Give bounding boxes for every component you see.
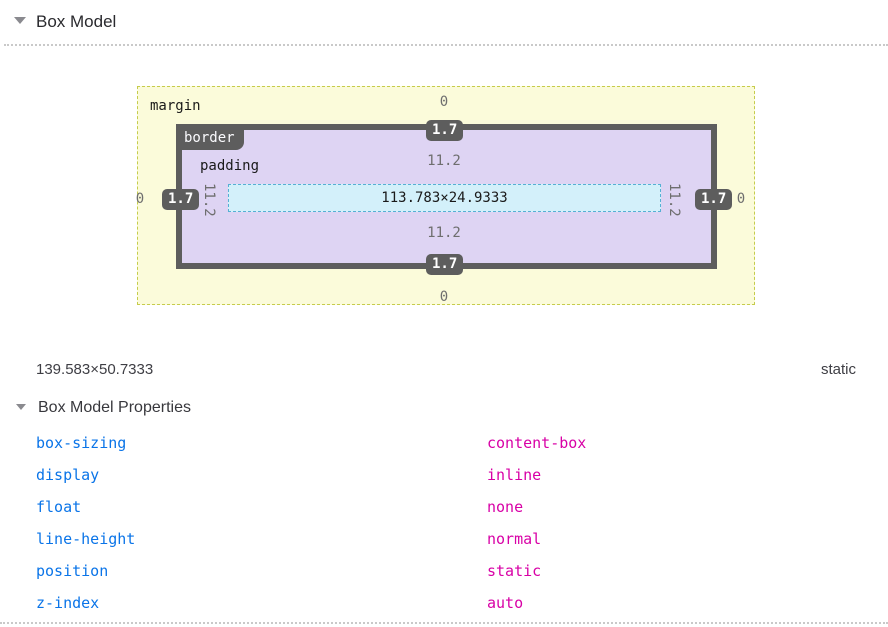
property-row: position static xyxy=(0,562,888,584)
padding-top-value[interactable]: 11.2 xyxy=(427,153,461,169)
border-label: border xyxy=(176,127,244,150)
margin-top-value[interactable]: 0 xyxy=(439,94,449,110)
chevron-down-icon[interactable] xyxy=(14,17,26,24)
property-value: static xyxy=(487,562,542,580)
property-value: content-box xyxy=(487,434,587,452)
chevron-down-icon[interactable] xyxy=(16,404,26,410)
property-name: z-index xyxy=(36,594,100,612)
property-name: float xyxy=(36,498,82,516)
properties-collapse-toggle[interactable] xyxy=(16,404,26,410)
property-value: inline xyxy=(487,466,542,484)
property-name: display xyxy=(36,466,100,484)
padding-label: padding xyxy=(200,158,260,174)
content-dimensions: 113.783×24.9333 xyxy=(381,190,508,206)
padding-left-value[interactable]: 11.2 xyxy=(201,183,217,217)
element-dimensions: 139.583×50.7333 xyxy=(36,361,154,378)
property-value: normal xyxy=(487,530,542,548)
border-right-value[interactable]: 1.7 xyxy=(695,189,733,210)
margin-left-value[interactable]: 0 xyxy=(135,191,145,207)
property-row: float none xyxy=(0,498,888,520)
element-position: static xyxy=(820,361,856,378)
panel-title: Box Model xyxy=(36,12,117,31)
margin-bottom-value[interactable]: 0 xyxy=(439,289,449,305)
header-separator xyxy=(4,44,888,46)
footer-separator xyxy=(0,622,888,624)
box-model-collapse-toggle[interactable] xyxy=(14,17,26,24)
property-row: display inline xyxy=(0,466,888,488)
margin-right-value[interactable]: 0 xyxy=(736,191,746,207)
property-name: box-sizing xyxy=(36,434,127,452)
property-value: none xyxy=(487,498,524,516)
margin-label: margin xyxy=(150,98,201,114)
padding-bottom-value[interactable]: 11.2 xyxy=(427,225,461,241)
property-row: line-height normal xyxy=(0,530,888,552)
property-name: line-height xyxy=(36,530,136,548)
border-top-value[interactable]: 1.7 xyxy=(426,120,464,141)
properties-title: Box Model Properties xyxy=(38,399,191,416)
property-name: position xyxy=(36,562,109,580)
content-region[interactable]: 113.783×24.9333 xyxy=(228,184,661,212)
border-bottom-value[interactable]: 1.7 xyxy=(426,254,464,275)
border-left-value[interactable]: 1.7 xyxy=(162,189,200,210)
property-value: auto xyxy=(487,594,524,612)
padding-right-value[interactable]: 11.2 xyxy=(666,183,682,217)
property-row: z-index auto xyxy=(0,594,888,616)
property-row: box-sizing content-box xyxy=(0,434,888,456)
